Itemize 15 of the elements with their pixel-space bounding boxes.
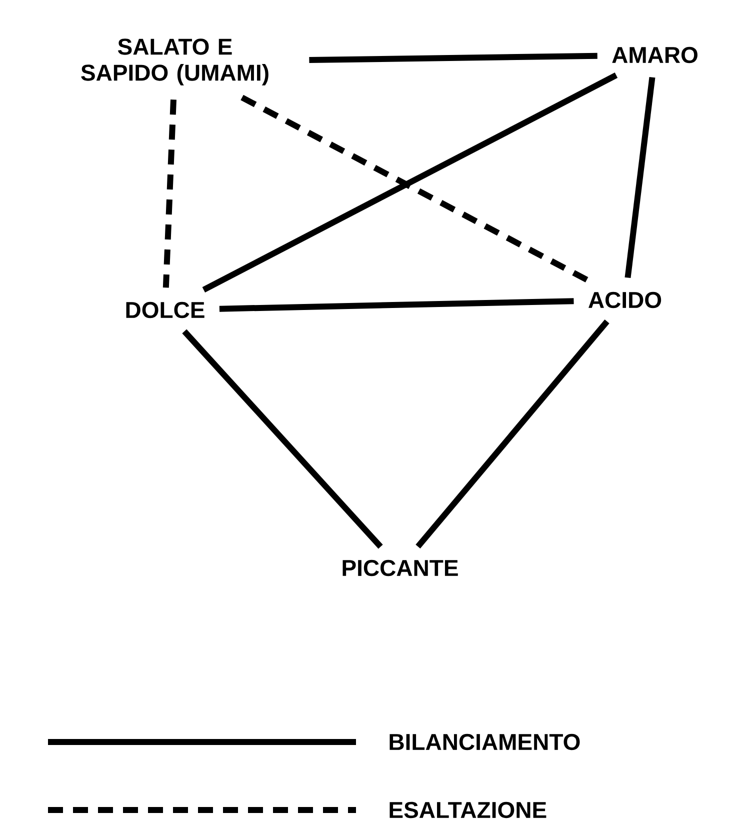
dashed-line <box>240 94 588 282</box>
dashed-line <box>162 99 176 288</box>
taste-label: AMARO <box>612 46 698 64</box>
taste-label: SALATO E SAPIDO (UMAMI) <box>81 38 268 86</box>
legend-label: ESALTAZIONE <box>390 802 546 818</box>
line <box>182 329 383 549</box>
taste-label: DOLCE <box>126 302 204 318</box>
line <box>416 319 610 549</box>
taste-label: ACIDO <box>588 292 662 308</box>
legend-label: BILANCIAMENTO <box>390 734 580 750</box>
line <box>202 72 618 292</box>
line <box>309 52 598 64</box>
taste-label: PICCANTE <box>342 560 458 576</box>
line <box>219 298 574 312</box>
line <box>624 76 656 278</box>
